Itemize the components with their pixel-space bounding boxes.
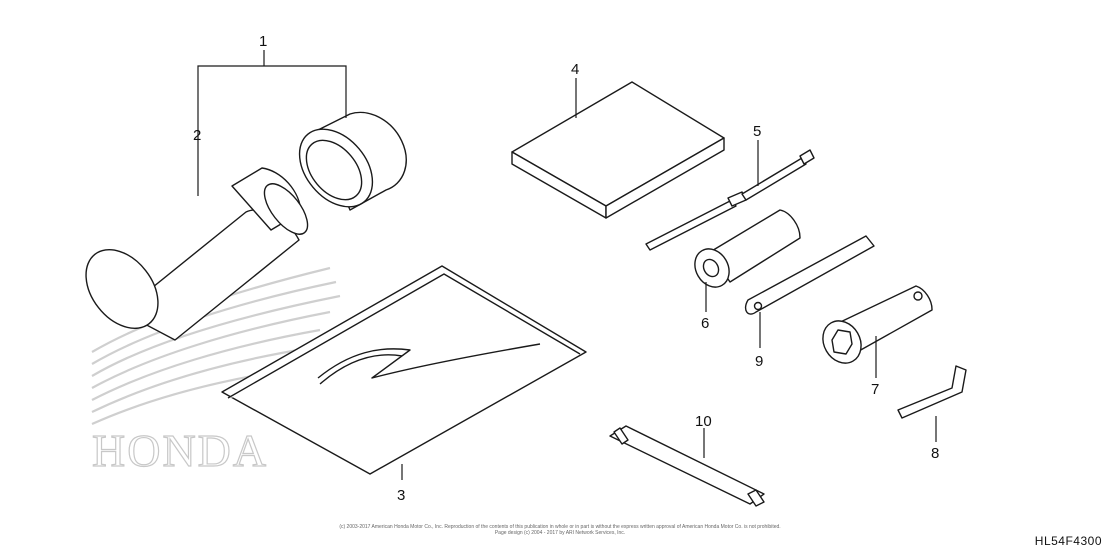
copyright-line-2: Page design (c) 2004 - 2017 by ARI Netwo… — [494, 530, 626, 536]
callout-9: 9 — [755, 353, 763, 370]
screwdriver-handle — [694, 209, 801, 288]
callout-labels: 1 2 3 4 5 6 7 8 9 10 — [193, 33, 939, 504]
callout-1: 1 — [259, 33, 267, 50]
callout-3: 3 — [397, 487, 405, 504]
honda-watermark-text: HONDA — [92, 425, 268, 476]
owners-manual — [511, 81, 725, 219]
honda-wing-logo: HONDA — [91, 266, 341, 477]
diagram-code: HL54F4300 — [1034, 534, 1102, 548]
spark-plug-socket-wrench — [822, 285, 933, 364]
callout-5: 5 — [753, 123, 761, 140]
copyright-line-1: (c) 2003-2017 American Honda Motor Co., … — [339, 524, 781, 530]
document-bag — [221, 265, 587, 475]
callout-10: 10 — [695, 413, 712, 430]
callout-8: 8 — [931, 445, 939, 462]
rubber-strap — [609, 425, 765, 507]
callout-7: 7 — [871, 381, 879, 398]
callout-4: 4 — [571, 61, 579, 78]
callout-6: 6 — [701, 315, 709, 332]
leader-lines — [197, 50, 937, 480]
hex-key — [897, 365, 967, 419]
tool-tube-cap — [298, 111, 407, 211]
callout-2: 2 — [193, 127, 201, 144]
tool-tube-body — [85, 167, 309, 341]
screwdriver-blade — [645, 149, 815, 251]
open-wrench — [744, 235, 875, 315]
copyright-notice: (c) 2003-2017 American Honda Motor Co., … — [0, 524, 1120, 536]
